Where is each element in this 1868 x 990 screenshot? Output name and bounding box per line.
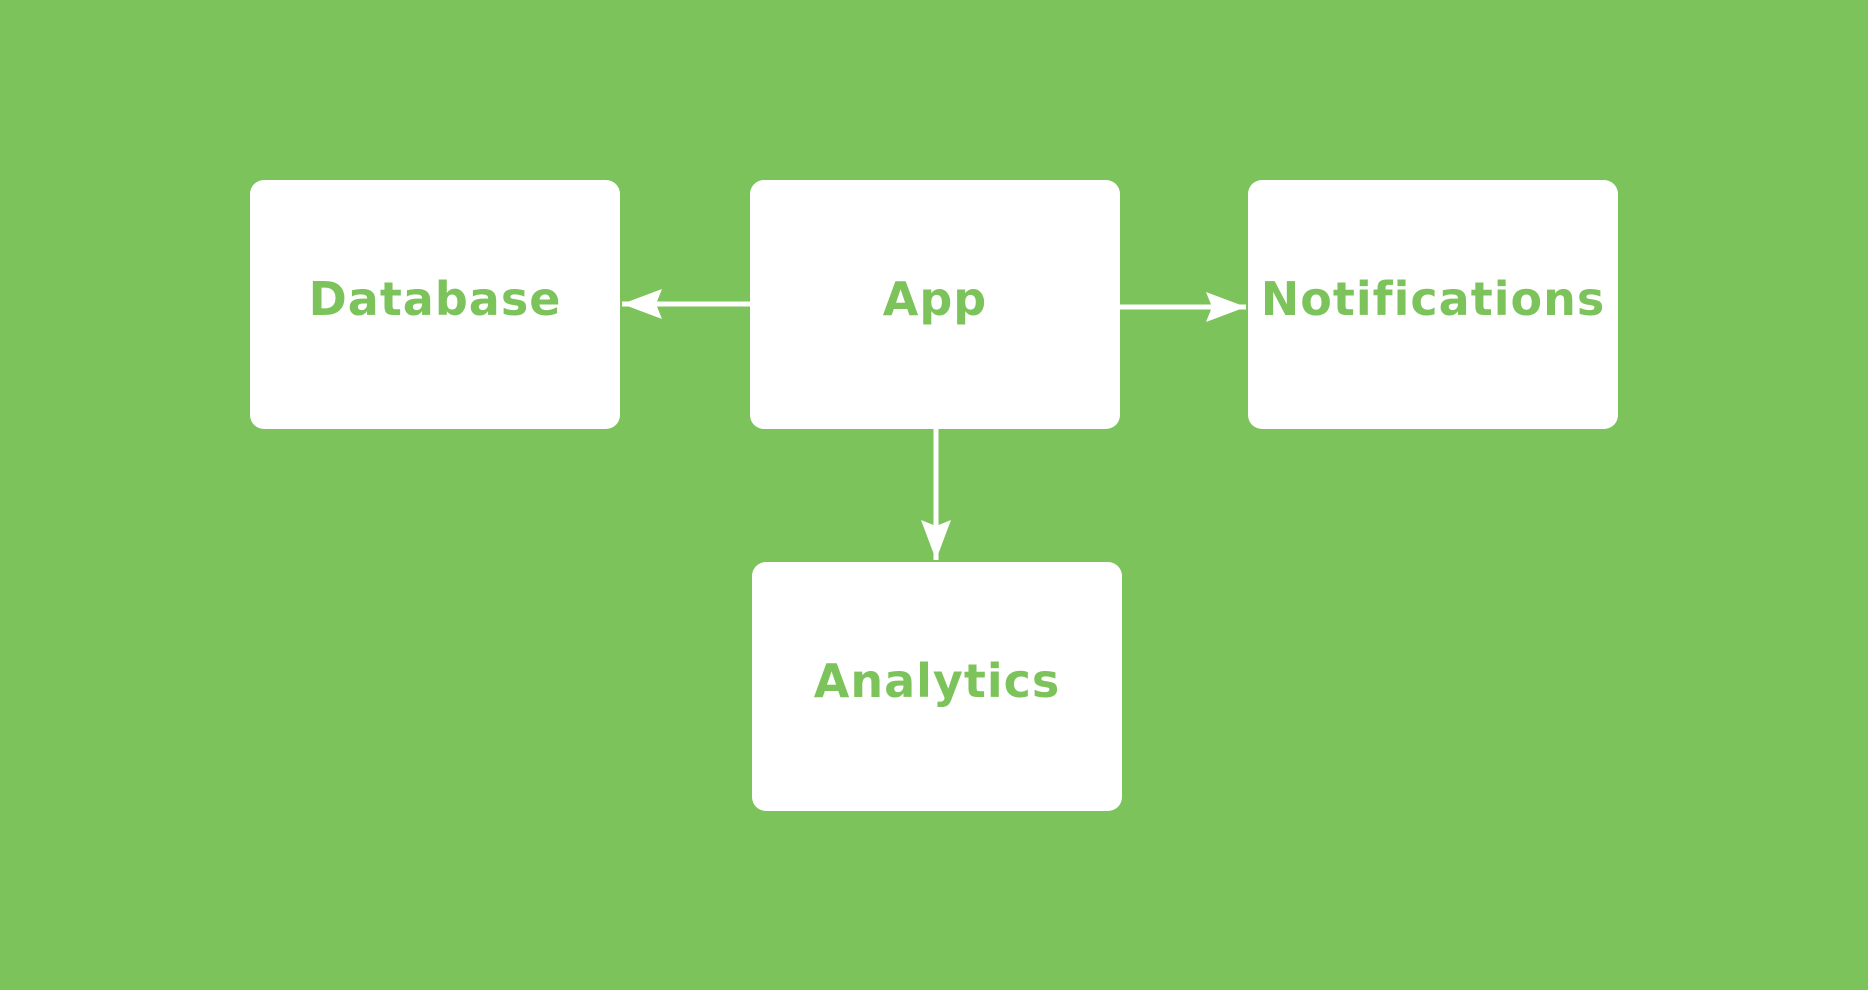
analytics-node-label: Analytics	[813, 653, 1061, 708]
analytics-node[interactable]: Analytics	[752, 562, 1122, 811]
app-node[interactable]: App	[750, 180, 1120, 429]
database-node[interactable]: Database	[250, 180, 620, 429]
database-node-label: Database	[308, 271, 562, 326]
app-node-label: App	[882, 271, 988, 326]
notifications-node[interactable]: Notifications	[1248, 180, 1618, 429]
notifications-node-label: Notifications	[1260, 271, 1606, 326]
